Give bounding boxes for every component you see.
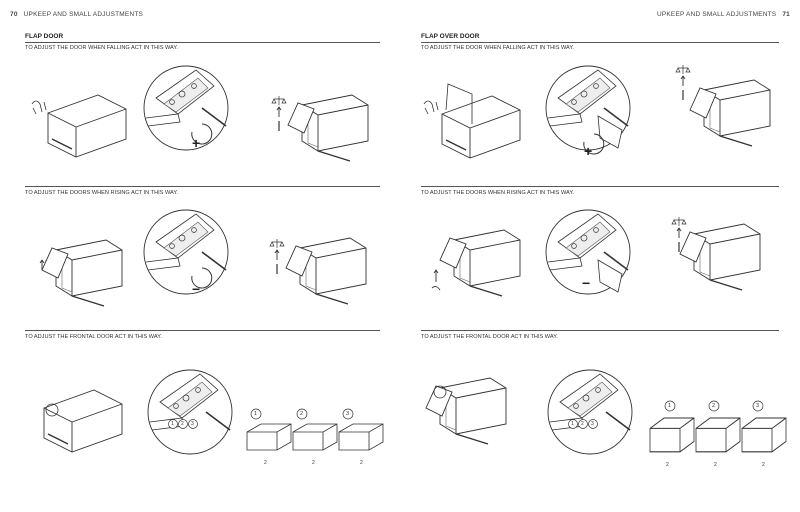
callout-3: 3 — [591, 421, 594, 427]
callout-1: 1 — [571, 421, 574, 427]
option-label-3: 3 — [346, 411, 350, 417]
svg-text:+: + — [584, 143, 592, 159]
section-rule — [421, 186, 779, 187]
arrow-label: 2 — [666, 462, 669, 468]
left-page-number: 70 — [10, 11, 18, 18]
right-page: UPKEEP AND SMALL ADJUSTMENTS 71 FLAP OVE… — [400, 0, 800, 482]
right-header-title: UPKEEP AND SMALL ADJUSTMENTS — [656, 11, 777, 18]
screwdriver-icon — [30, 98, 50, 118]
callout-2: 2 — [581, 421, 584, 427]
cabinet-open-icon — [285, 237, 367, 305]
option-cabinet-2 — [292, 423, 338, 451]
cabinet-icon — [47, 94, 127, 158]
option-cabinet-3 — [741, 417, 787, 453]
step3-caption: TO ADJUST THE FRONTAL DOOR ACT IN THIS W… — [25, 334, 162, 340]
option-label-2: 2 — [300, 411, 304, 417]
arrow-label: 2 — [714, 462, 717, 468]
screwdriver-icon — [422, 98, 442, 118]
callout-2: 2 — [181, 421, 184, 427]
left-header-title: UPKEEP AND SMALL ADJUSTMENTS — [23, 11, 144, 18]
arrow-label: 2 — [360, 460, 363, 466]
cabinet-open-icon — [287, 94, 369, 162]
callout-1: 1 — [171, 421, 174, 427]
screwdriver-icon — [430, 268, 444, 298]
step2-caption: TO ADJUST THE DOORS WHEN RISING ACT IN T… — [25, 190, 178, 196]
left-header: 70 UPKEEP AND SMALL ADJUSTMENTS — [10, 11, 143, 18]
option-label-2: 2 — [712, 403, 716, 409]
step3-caption: TO ADJUST THE FRONTAL DOOR ACT IN THIS W… — [421, 334, 558, 340]
right-page-number: 71 — [782, 11, 790, 18]
cabinet-icon — [43, 389, 123, 453]
section-rule — [421, 42, 779, 43]
right-header: UPKEEP AND SMALL ADJUSTMENTS 71 — [657, 11, 790, 18]
option-cabinet-1 — [649, 417, 695, 453]
option-label-3: 3 — [756, 403, 760, 409]
callout-3: 3 — [191, 421, 194, 427]
left-page: 70 UPKEEP AND SMALL ADJUSTMENTS FLAP DOO… — [0, 0, 400, 482]
section-rule — [25, 42, 380, 43]
option-cabinet-1 — [246, 423, 292, 451]
step1-caption: TO ADJUST THE DOOR WHEN FALLING ACT IN T… — [421, 45, 574, 51]
cabinet-open-icon — [439, 229, 521, 297]
step1-caption: TO ADJUST THE DOOR WHEN FALLING ACT IN T… — [25, 45, 178, 51]
option-cabinet-3 — [338, 423, 384, 451]
hinge-closeup-icon: − — [143, 209, 229, 297]
cabinet-open-icon — [689, 79, 771, 147]
svg-text:−: − — [192, 281, 200, 297]
arrow-label: 2 — [762, 462, 765, 468]
cabinet-icon — [441, 84, 521, 159]
section-rule — [25, 186, 380, 187]
svg-text:+: + — [192, 135, 200, 151]
callout-numbers — [568, 418, 608, 432]
option-cabinet-2 — [695, 417, 741, 453]
section-rule — [421, 330, 779, 331]
cabinet-open-icon — [425, 377, 507, 445]
arrow-label: 2 — [312, 460, 315, 466]
cabinet-open-icon — [41, 239, 123, 307]
section-rule — [25, 330, 380, 331]
option-numbers — [664, 400, 784, 414]
drill-closeup-icon: + — [545, 65, 631, 159]
drill-closeup-icon: − — [545, 209, 631, 295]
hinge-closeup-icon: + — [143, 65, 229, 151]
option-label-1: 1 — [668, 403, 672, 409]
step2-caption: TO ADJUST THE DOORS WHEN RISING ACT IN T… — [421, 190, 574, 196]
svg-text:−: − — [582, 275, 590, 291]
arrow-label: 2 — [264, 460, 267, 466]
option-numbers — [250, 408, 390, 422]
option-label-1: 1 — [254, 411, 258, 417]
callout-numbers — [168, 418, 208, 432]
section-title-flap-over-door: FLAP OVER DOOR — [421, 33, 480, 40]
cabinet-open-icon — [679, 223, 761, 291]
section-title-flap-door: FLAP DOOR — [25, 33, 64, 40]
